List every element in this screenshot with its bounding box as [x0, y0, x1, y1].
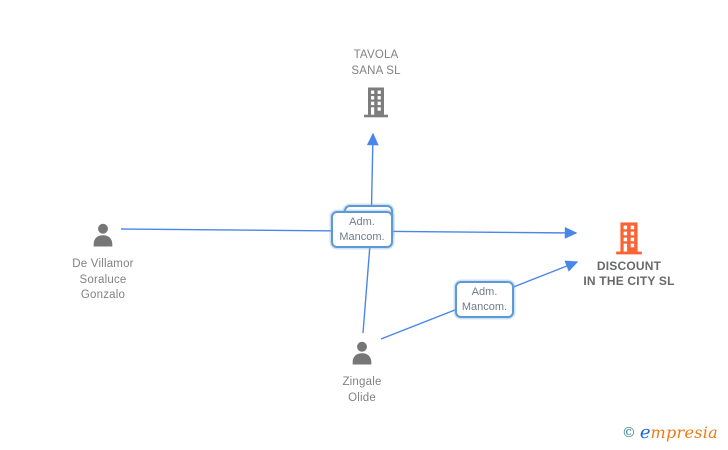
person-icon [352, 341, 372, 365]
logo-word-rest: mpresia [650, 423, 718, 442]
building-icon [364, 87, 388, 118]
person-icon [93, 223, 113, 247]
copyright-icon: © [621, 425, 636, 441]
node-de-villamor[interactable]: De Villamor Soraluce Gonzalo [33, 222, 173, 304]
node-label-de-villamor: De Villamor Soraluce Gonzalo [72, 258, 134, 301]
node-label-tavola-sana: TAVOLA SANA SL [351, 49, 401, 77]
edge-label-adm-mancom-1[interactable]: Adm. Mancom. [331, 211, 393, 248]
node-label-zingale-olide: Zingale Olide [342, 376, 382, 404]
logo-letter-e: e [639, 422, 651, 443]
building-icon-highlighted [616, 222, 642, 255]
edge-label-text: Adm. Mancom. [339, 216, 385, 243]
empresia-logo[interactable]: ©empresia [622, 422, 718, 443]
node-tavola-sana[interactable]: TAVOLA SANA SL [306, 48, 446, 118]
node-discount-in-the-city[interactable]: DISCOUNT IN THE CITY SL [559, 222, 699, 289]
edge-label-adm-mancom-2[interactable]: Adm. Mancom. [455, 281, 514, 318]
edge-label-text: Adm. Mancom. [461, 286, 508, 313]
node-zingale-olide[interactable]: Zingale Olide [292, 340, 432, 406]
node-label-discount-in-the-city: DISCOUNT IN THE CITY SL [583, 259, 675, 288]
